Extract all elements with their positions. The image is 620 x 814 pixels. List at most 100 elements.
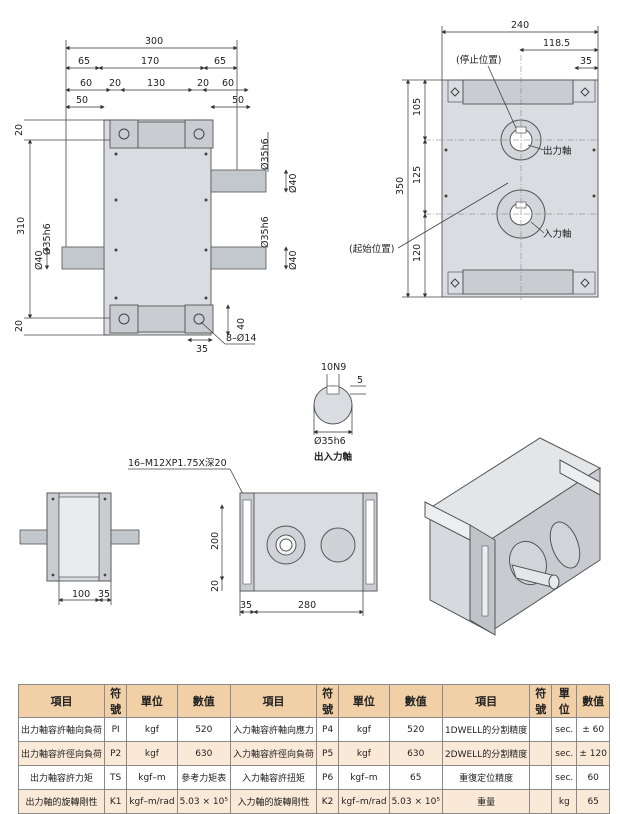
dim-300: 300 <box>145 36 163 47</box>
table-row: 出力軸容許軸向負荷 PI kgf 520 入力軸容許軸向應力 P4 kgf 52… <box>17 717 610 742</box>
dim-350: 350 <box>395 177 406 195</box>
table-cell: ± 120 <box>576 741 610 766</box>
header-symbol-2: 符號 <box>315 684 340 718</box>
label-output-shaft: 出力軸 <box>543 145 572 157</box>
table-row: 出力軸容許徑向負荷 P2 kgf 630 入力軸容許徑向負荷 P5 kgf 63… <box>17 741 610 766</box>
dim-20-bottom: 20 <box>14 320 25 332</box>
dim-20-right: 20 <box>197 78 209 89</box>
header-symbol-3: 符號 <box>529 684 553 718</box>
table-cell: 520 <box>176 717 231 742</box>
table-cell: 出力軸容許軸向負荷 <box>17 717 106 742</box>
dim-35h6-left: Ø35h6 <box>42 223 53 255</box>
dim-40-left: Ø40 <box>34 250 45 270</box>
dim-35-bottom-left: 35 <box>98 589 110 600</box>
table-cell: sec. <box>551 717 578 742</box>
bottom-front-view: 16–M12XP1.75X深20 200 20 35 280 <box>128 458 378 616</box>
side-view: 240 118.5 35 350 105 <box>349 20 600 300</box>
table-cell: kgf <box>126 741 178 766</box>
table-cell: 入力軸容許軸向應力 <box>229 717 317 742</box>
table-row: 出力軸容許力矩 TS kgf–m 參考力矩表 入力軸容許扭矩 P6 kgf–m … <box>17 765 610 790</box>
dim-35-hole: 35 <box>196 344 208 355</box>
table-cell: TS <box>104 765 128 790</box>
table-cell: kgf <box>126 717 178 742</box>
shaft-detail: 10N9 5 Ø35h6 出入力軸 <box>313 362 366 463</box>
dim-310: 310 <box>16 217 27 235</box>
table-cell: kg <box>551 789 578 814</box>
table-cell: K1 <box>104 789 128 814</box>
dim-8-holes: 8–Ø14 <box>226 333 256 344</box>
dim-40-right-top: Ø40 <box>288 173 299 193</box>
table-cell: 520 <box>388 717 443 742</box>
header-value-3: 數值 <box>576 684 610 718</box>
technical-drawing: 300 65 170 65 60 20 130 20 60 50 50 <box>14 20 602 636</box>
tap-note: 16–M12XP1.75X深20 <box>128 458 227 469</box>
table-cell <box>529 717 553 742</box>
dim-125: 125 <box>412 166 423 184</box>
dim-105: 105 <box>412 98 423 116</box>
table-cell: kgf–m <box>126 765 178 790</box>
dim-120: 120 <box>412 244 423 262</box>
dim-60-right: 60 <box>222 78 234 89</box>
table-cell: kgf–m/rad <box>338 789 390 814</box>
table-cell: sec. <box>551 741 578 766</box>
label-start-position: (起始位置) <box>349 243 394 255</box>
dim-20-left: 20 <box>109 78 121 89</box>
table-cell: P2 <box>104 741 128 766</box>
table-cell: PI <box>104 717 128 742</box>
table-cell: 參考力矩表 <box>176 765 231 790</box>
shaft-caption: 出入力軸 <box>314 451 353 463</box>
table-cell: 60 <box>576 765 610 790</box>
dim-35-side: 35 <box>580 56 592 67</box>
header-unit-1: 單位 <box>126 684 178 718</box>
table-cell: 重量 <box>441 789 531 814</box>
spec-header-row: 項目 符號 單位 數值 項目 符號 單位 數值 項目 符號 單位 數值 <box>17 684 610 718</box>
table-cell: 出力軸的旋轉剛性 <box>17 789 106 814</box>
dim-35-bottom-front: 35 <box>240 600 252 611</box>
dim-118-5: 118.5 <box>543 38 570 49</box>
dim-40-hole: 40 <box>236 318 247 330</box>
dim-20-bottom-front: 20 <box>210 580 221 592</box>
table-cell: 5.03 × 10⁵ <box>388 789 443 814</box>
header-item-3: 項目 <box>441 684 531 718</box>
table-cell <box>529 741 553 766</box>
shaft-diameter: Ø35h6 <box>314 436 346 447</box>
header-value-1: 數值 <box>176 684 231 718</box>
shaft-keyway: 10N9 <box>321 362 346 373</box>
dim-170: 170 <box>141 56 159 67</box>
table-cell: 重復定位精度 <box>441 765 531 790</box>
spec-table: 項目 符號 單位 數值 項目 符號 單位 數值 項目 符號 單位 數值 出力軸容… <box>17 684 610 814</box>
dim-20-top: 20 <box>14 124 25 136</box>
dim-240: 240 <box>511 20 529 31</box>
table-cell: kgf–m/rad <box>126 789 178 814</box>
table-row: 出力軸的旋轉剛性 K1 kgf–m/rad 5.03 × 10⁵ 入力軸的旋轉剛… <box>17 789 610 814</box>
table-cell: P4 <box>315 717 340 742</box>
dim-100: 100 <box>72 589 90 600</box>
table-cell: kgf <box>338 717 390 742</box>
isometric-view <box>424 437 602 636</box>
label-stop-position: (停止位置) <box>456 54 501 66</box>
table-cell: K2 <box>315 789 340 814</box>
dim-40-right-bottom: Ø40 <box>288 250 299 270</box>
label-input-shaft: 入力軸 <box>543 228 572 240</box>
table-cell <box>529 765 553 790</box>
table-cell: 出力軸容許力矩 <box>17 765 106 790</box>
dim-65-left: 65 <box>78 56 90 67</box>
shaft-depth: 5 <box>357 375 363 386</box>
header-unit-2: 單位 <box>338 684 390 718</box>
front-view: 300 65 170 65 60 20 130 20 60 50 50 <box>14 36 299 355</box>
table-cell: P5 <box>315 741 340 766</box>
header-unit-3: 單位 <box>551 684 578 718</box>
table-cell: 入力軸容許扭矩 <box>229 765 317 790</box>
dim-35h6-right-bottom: Ø35h6 <box>260 216 271 248</box>
table-cell: 630 <box>176 741 231 766</box>
bottom-side-view: 100 35 <box>19 492 140 605</box>
table-cell: 入力軸容許徑向負荷 <box>229 741 317 766</box>
header-item-2: 項目 <box>229 684 317 718</box>
table-cell <box>529 789 553 814</box>
header-value-2: 數值 <box>388 684 443 718</box>
dim-35h6-right-top: Ø35h6 <box>260 138 271 170</box>
table-cell: sec. <box>551 765 578 790</box>
table-cell: 出力軸容許徑向負荷 <box>17 741 106 766</box>
table-cell: 5.03 × 10⁵ <box>176 789 231 814</box>
table-cell: 65 <box>388 765 443 790</box>
